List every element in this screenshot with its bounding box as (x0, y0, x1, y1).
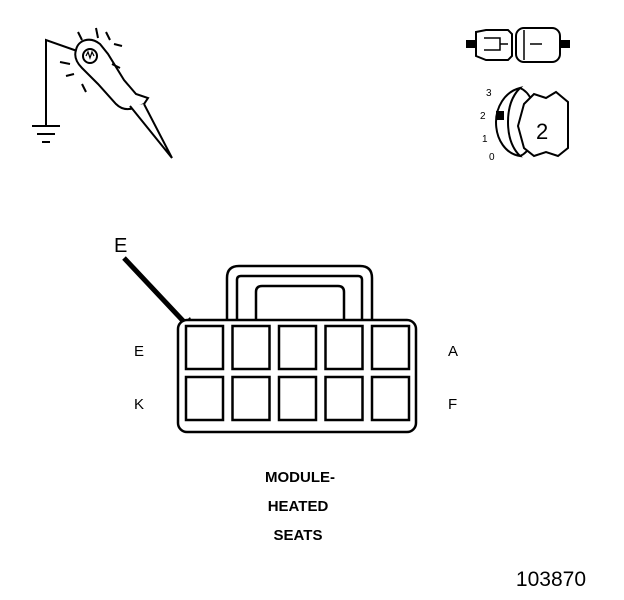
ignition-position-2: 2 (480, 111, 486, 122)
pin-label-top-right: A (448, 343, 458, 360)
ground-lead-wire (45, 38, 81, 126)
heated-seat-module-connector: E A K F (134, 264, 458, 434)
connector-cavity (231, 375, 271, 422)
connector-cavity (324, 324, 364, 371)
connector-female-half (515, 27, 561, 63)
figure-number: 103870 (516, 568, 586, 591)
ignition-key-label: 2 (536, 119, 548, 144)
caption-line-3: SEATS (274, 527, 323, 544)
callout-label: E (114, 235, 127, 257)
connector-cavity-grid (184, 324, 411, 422)
ignition-position-1: 1 (482, 134, 488, 145)
probe-needle (129, 103, 173, 159)
ignition-position-3: 3 (486, 88, 492, 99)
connector-caption: MODULE- HEATED SEATS (265, 469, 335, 544)
ignition-key-head (516, 90, 569, 158)
connector-cavity (370, 324, 411, 371)
pin-label-bottom-right: F (448, 396, 457, 413)
ignition-position-0: 0 (489, 152, 495, 163)
ignition-cylinder (494, 86, 524, 158)
connector-latch-window (254, 284, 346, 320)
connector-male-half (475, 29, 513, 61)
pin-label-bottom-left: K (134, 396, 144, 413)
connector-cavity (370, 375, 411, 422)
caption-line-2: HEATED (268, 498, 329, 515)
connector-cavity (324, 375, 364, 422)
connector-cavity (184, 324, 225, 371)
ignition-position-marker (496, 111, 504, 120)
connector-cavity (277, 375, 318, 422)
connector-cavity (231, 324, 271, 371)
ground-symbol-icon (32, 125, 60, 143)
connector-cavity (277, 324, 318, 371)
connector-latch (225, 264, 374, 320)
bulb-filament (85, 50, 95, 60)
connector-right-terminal (560, 40, 570, 48)
ignition-switch-icon: 3 2 1 0 2 (480, 86, 569, 163)
connector-cavity (184, 375, 225, 422)
two-piece-connector-icon (466, 27, 570, 63)
callout-arrow-shaft (122, 256, 188, 326)
light-rays-icon (59, 27, 123, 93)
test-light-probe-icon (32, 27, 173, 159)
caption-line-1: MODULE- (265, 469, 335, 486)
probe-bulb (82, 48, 98, 64)
pin-label-top-left: E (134, 343, 144, 360)
connector-latch-inner (235, 274, 364, 320)
connector-left-terminal (466, 40, 476, 48)
